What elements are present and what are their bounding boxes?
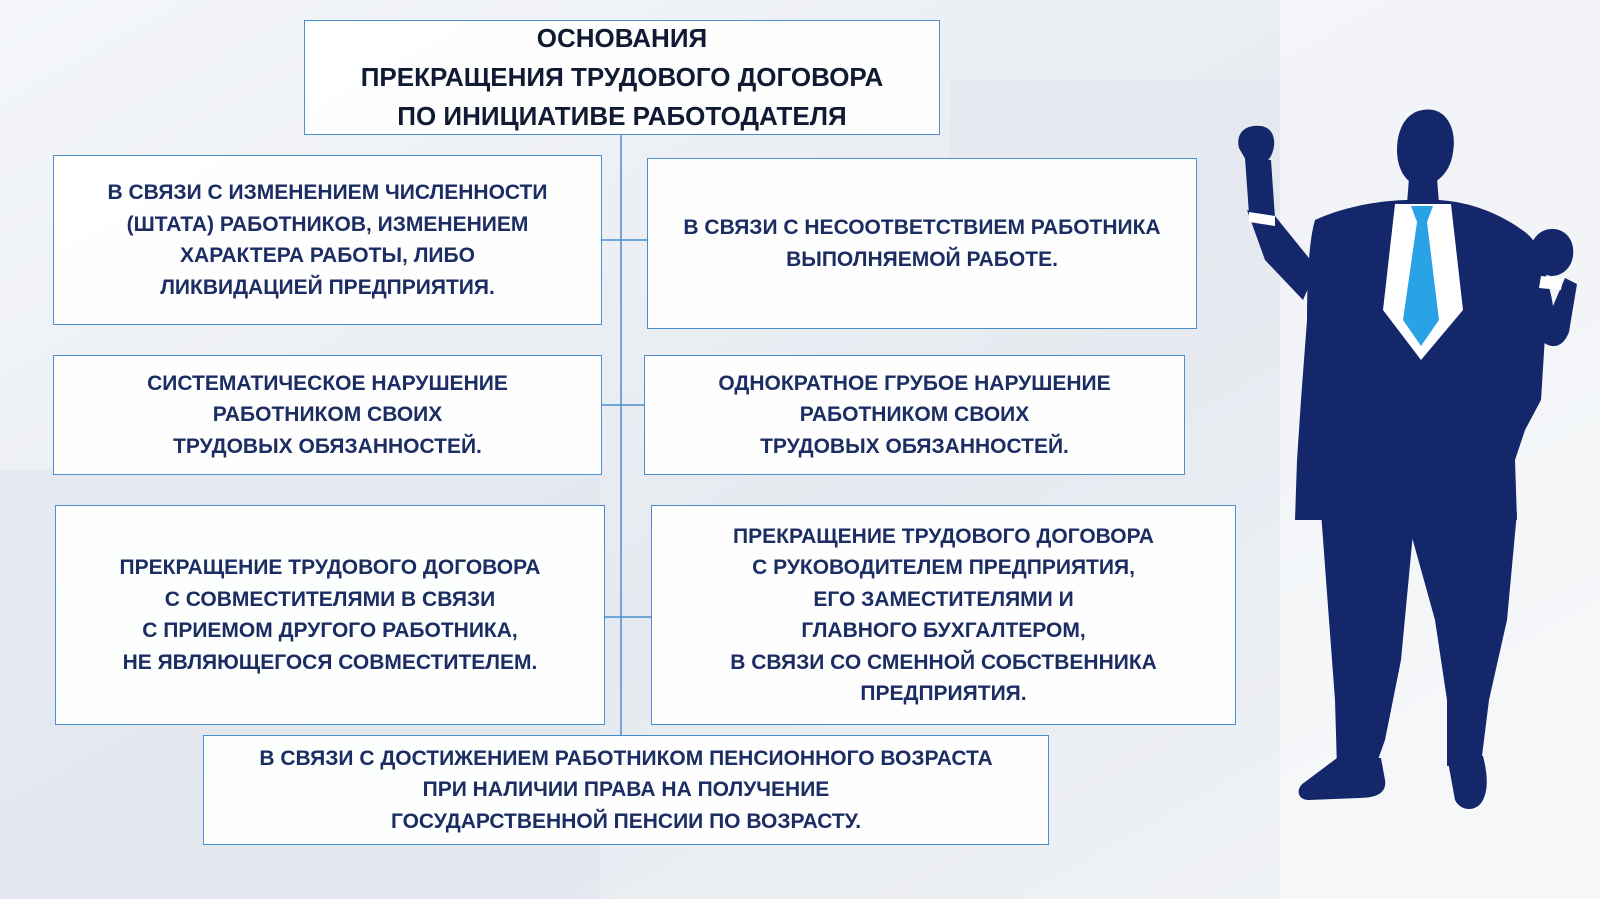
reason-box-incompatibility: В СВЯЗИ С НЕСООТВЕТСТВИЕМ РАБОТНИКА ВЫПО… [647,158,1197,329]
businessman-silhouette-icon [1238,109,1577,809]
reason-box-owner-change: ПРЕКРАЩЕНИЕ ТРУДОВОГО ДОГОВОРА С РУКОВОД… [651,505,1236,725]
reason-box-pension-age: В СВЯЗИ С ДОСТИЖЕНИЕМ РАБОТНИКОМ ПЕНСИОН… [203,735,1049,845]
reason-box-systematic-violation: СИСТЕМАТИЧЕСКОЕ НАРУШЕНИЕ РАБОТНИКОМ СВО… [53,355,602,475]
reason-box-staff-reduction: В СВЯЗИ С ИЗМЕНЕНИЕМ ЧИСЛЕННОСТИ (ШТАТА)… [53,155,602,325]
reason-box-single-gross-violation: ОДНОКРАТНОЕ ГРУБОЕ НАРУШЕНИЕ РАБОТНИКОМ … [644,355,1185,475]
reason-box-part-time-workers: ПРЕКРАЩЕНИЕ ТРУДОВОГО ДОГОВОРА С СОВМЕСТ… [55,505,605,725]
title-box: ОСНОВАНИЯ ПРЕКРАЩЕНИЯ ТРУДОВОГО ДОГОВОРА… [304,20,940,135]
